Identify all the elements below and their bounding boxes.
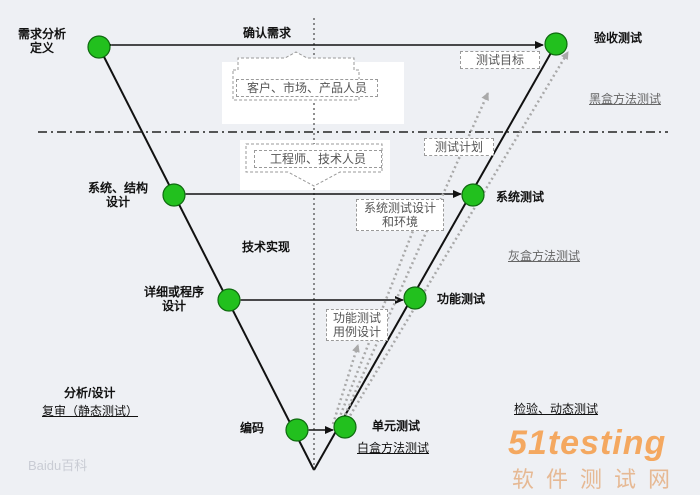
watermark-baidu: Baidu百科 <box>28 458 88 473</box>
customer-box: 客户、市场、产品人员 <box>236 79 378 97</box>
dotted-arrow-to-goal <box>343 51 570 425</box>
label-system-test: 系统测试 <box>496 190 545 204</box>
node-acceptance-test <box>544 32 568 56</box>
node-system-test <box>461 183 485 207</box>
v-right-line <box>313 43 557 471</box>
label-inspect-dynamic: 检验、动态测试 <box>514 402 599 416</box>
label-acceptance-test: 验收测试 <box>594 31 643 45</box>
test-plan-box: 测试计划 <box>424 138 494 156</box>
nodes <box>87 32 568 442</box>
label-confirm-req: 确认需求 <box>243 26 292 40</box>
node-req-analysis <box>87 35 111 59</box>
watermark-logo: 51testing <box>508 424 667 462</box>
label-req-analysis: 需求分析 定义 <box>18 27 67 55</box>
engineer-box: 工程师、技术人员 <box>254 150 382 168</box>
sys-test-design-box: 系统测试设计 和环境 <box>356 199 444 231</box>
node-unit-test <box>333 415 357 439</box>
label-analysis-design: 分析/设计 <box>64 386 116 400</box>
node-system-design <box>162 183 186 207</box>
func-test-design-box: 功能测试 用例设计 <box>326 309 388 341</box>
label-unit-test: 单元测试 <box>372 419 421 433</box>
watermark-subtitle: 软件测试网 <box>512 467 683 492</box>
v-left-line <box>98 46 315 471</box>
label-detail-design: 详细或程序 设计 <box>144 285 205 313</box>
label-coding: 编码 <box>240 421 265 435</box>
node-function-test <box>403 286 427 310</box>
dotted-arrow-to-func-design <box>331 344 360 425</box>
test-goal-box: 测试目标 <box>460 51 540 69</box>
label-system-design: 系统、结构 设计 <box>88 181 149 209</box>
label-tech-impl: 技术实现 <box>242 240 291 254</box>
label-white-box: 白盒方法测试 <box>357 441 430 455</box>
label-function-test: 功能测试 <box>437 292 486 306</box>
node-coding <box>285 418 309 442</box>
node-detail-design <box>217 288 241 312</box>
label-gray-box: 灰盒方法测试 <box>508 249 581 263</box>
label-black-box: 黑盒方法测试 <box>589 92 662 106</box>
label-review-static: 复审（静态测试） <box>42 404 139 418</box>
